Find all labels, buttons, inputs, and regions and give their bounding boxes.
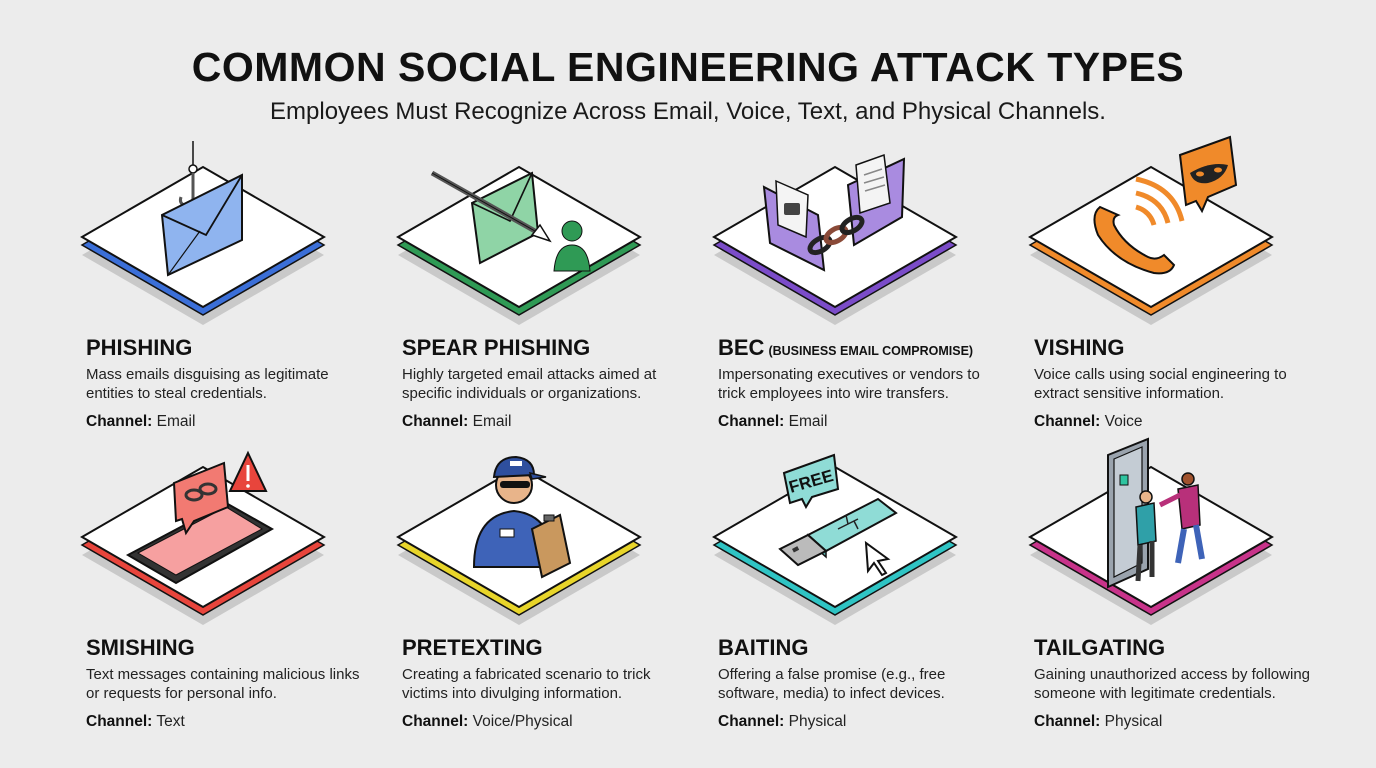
attack-description: Highly targeted email attacks aimed at s…: [402, 366, 657, 402]
attack-card-smishing: SMISHING Text messages containing malici…: [80, 445, 376, 745]
attack-channel: Channel: Voice: [1034, 413, 1143, 430]
attack-card-pretexting: PRETEXTING Creating a fabricated scenari…: [396, 445, 692, 745]
targeted-envelope-icon: [396, 165, 642, 325]
attack-channel: Channel: Physical: [1034, 713, 1163, 730]
attack-name: TAILGATING: [1034, 635, 1166, 660]
hooked-envelope-icon: [80, 141, 326, 325]
attack-channel: Channel: Email: [718, 413, 828, 430]
attack-description: Text messages containing malicious links…: [86, 666, 360, 702]
attack-description: Gaining unauthorized access by following…: [1034, 666, 1310, 702]
attack-name: PHISHING: [86, 335, 193, 360]
attack-name: SMISHING: [86, 635, 195, 660]
attack-description: Offering a false promise (e.g., free sof…: [718, 666, 946, 702]
attack-card-bec: BEC(BUSINESS EMAIL COMPROMISE) Impersona…: [712, 145, 1008, 445]
attack-card-phishing: PHISHING Mass emails disguising as legit…: [80, 141, 376, 445]
smartphone-warning-icon: [80, 450, 326, 625]
attack-card-baiting: FREE BAITING Offering a false promise (e…: [712, 445, 1008, 745]
phone-mask-icon: [1028, 135, 1274, 325]
attack-card-tailgating: TAILGATING Gaining unauthorized access b…: [1028, 437, 1324, 745]
attack-name: VISHING: [1034, 335, 1125, 360]
attack-channel: Channel: Email: [402, 413, 512, 430]
page-subtitle: Employees Must Recognize Across Email, V…: [270, 98, 1106, 125]
attack-card-spear-phishing: SPEAR PHISHING Highly targeted email att…: [396, 145, 692, 445]
attack-channel: Channel: Email: [86, 413, 196, 430]
attack-description: Mass emails disguising as legitimate ent…: [86, 366, 329, 402]
door-follower-icon: [1028, 437, 1274, 625]
attack-description: Creating a fabricated scenario to trick …: [402, 666, 651, 702]
impostor-worker-icon: [396, 455, 642, 625]
page-title: COMMON SOCIAL ENGINEERING ATTACK TYPES: [191, 44, 1185, 90]
attack-description: Voice calls using social engineering to …: [1034, 366, 1287, 402]
attack-name: BAITING: [718, 635, 809, 660]
free-usb-icon: FREE: [712, 453, 958, 625]
attack-name: SPEAR PHISHING: [402, 335, 591, 360]
attack-channel: Channel: Text: [86, 713, 185, 730]
chained-envelopes-icon: [712, 153, 958, 325]
attack-channel: Channel: Physical: [718, 713, 847, 730]
attack-description: Impersonating executives or vendors to t…: [718, 366, 980, 402]
attack-card-vishing: VISHING Voice calls using social enginee…: [1028, 135, 1324, 445]
attack-name: BEC(BUSINESS EMAIL COMPROMISE): [718, 335, 974, 360]
attack-name: PRETEXTING: [402, 635, 543, 660]
attack-channel: Channel: Voice/Physical: [402, 713, 573, 730]
